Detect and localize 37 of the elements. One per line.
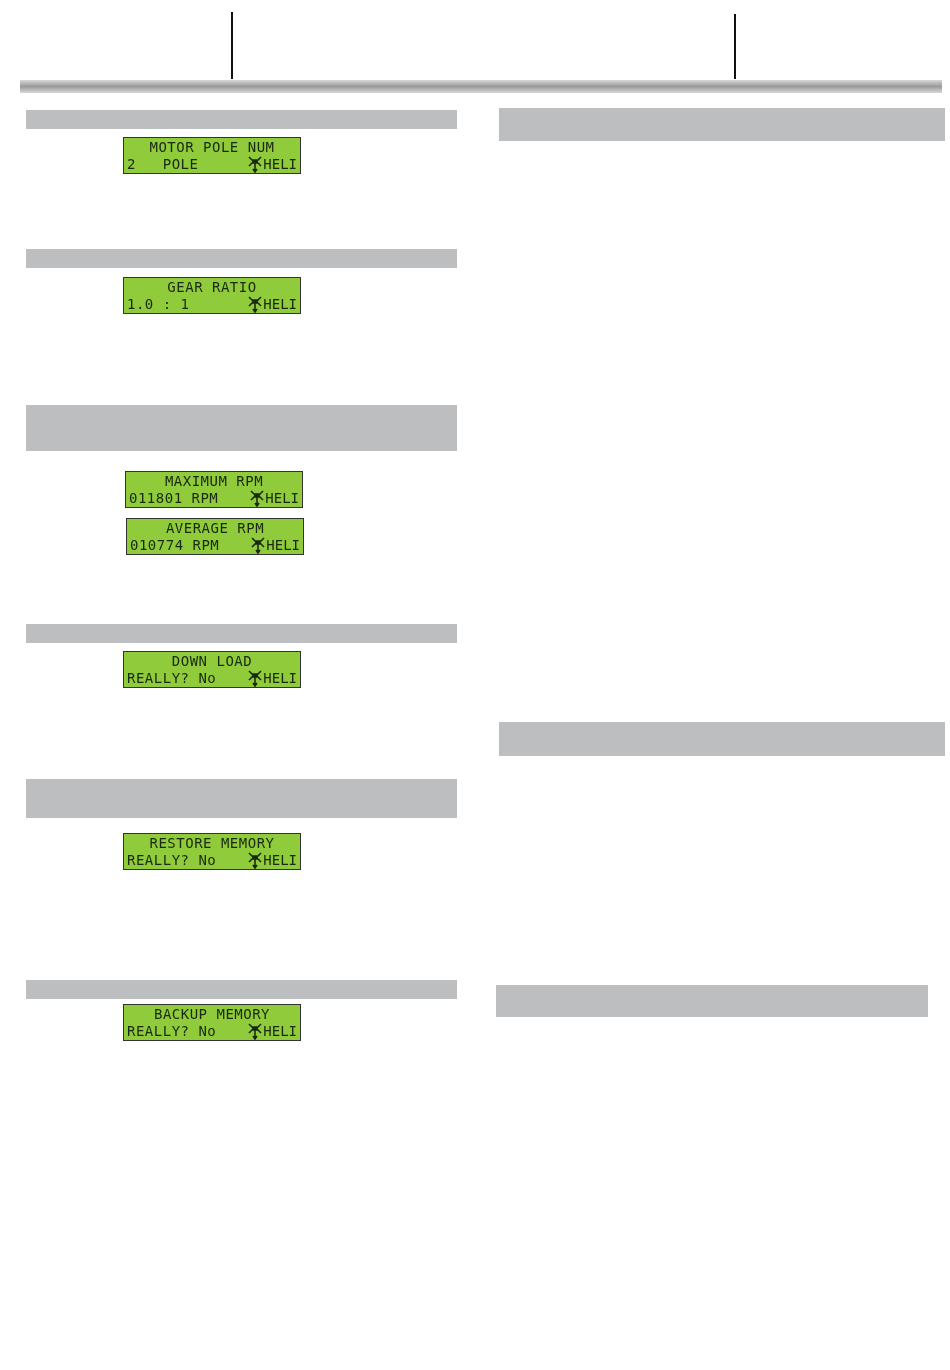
lcd-display: [123, 651, 301, 688]
display-text: 011801 RPM: [129, 490, 220, 507]
lcd-display: [125, 471, 303, 508]
lcd-display: [126, 518, 304, 555]
display-text: REALLY? No: [127, 1023, 218, 1040]
display-text: 2 POLE: [127, 156, 200, 173]
display-text: HELI: [263, 156, 297, 173]
display-text: HELI: [263, 852, 297, 869]
section-heading-bar: [26, 980, 457, 999]
display-text: HELI: [263, 670, 297, 687]
display-text: AVERAGE RPM: [164, 520, 266, 537]
display-text: GEAR RATIO: [166, 279, 258, 296]
section-heading-bar: [26, 624, 457, 643]
section-heading-bar: [26, 110, 457, 129]
display-text: HELI: [263, 296, 297, 313]
display-text: REALLY? No: [127, 852, 218, 869]
section-heading-bar: [499, 722, 945, 756]
display-text: MAXIMUM RPM: [163, 473, 265, 490]
display-text: DOWN LOAD: [170, 653, 254, 670]
lcd-display: [123, 137, 301, 174]
display-text: HELI: [265, 490, 299, 507]
section-heading-bar: [26, 779, 457, 818]
display-text: 1.0 : 1: [127, 296, 191, 313]
display-text: HELI: [266, 537, 300, 554]
display-text: MOTOR POLE NUM: [148, 139, 276, 156]
display-text: RESTORE MEMORY: [148, 835, 276, 852]
lcd-display: [123, 833, 301, 870]
display-text: REALLY? No: [127, 670, 218, 687]
section-heading-bar: [499, 108, 945, 141]
display-text: 010774 RPM: [130, 537, 221, 554]
section-heading-bar: [26, 405, 457, 451]
display-text: BACKUP MEMORY: [152, 1006, 272, 1023]
section-heading-bar: [496, 985, 928, 1017]
lcd-display: [123, 1004, 301, 1041]
section-heading-bar: [26, 249, 457, 268]
display-text: HELI: [263, 1023, 297, 1040]
lcd-display: [123, 277, 301, 314]
